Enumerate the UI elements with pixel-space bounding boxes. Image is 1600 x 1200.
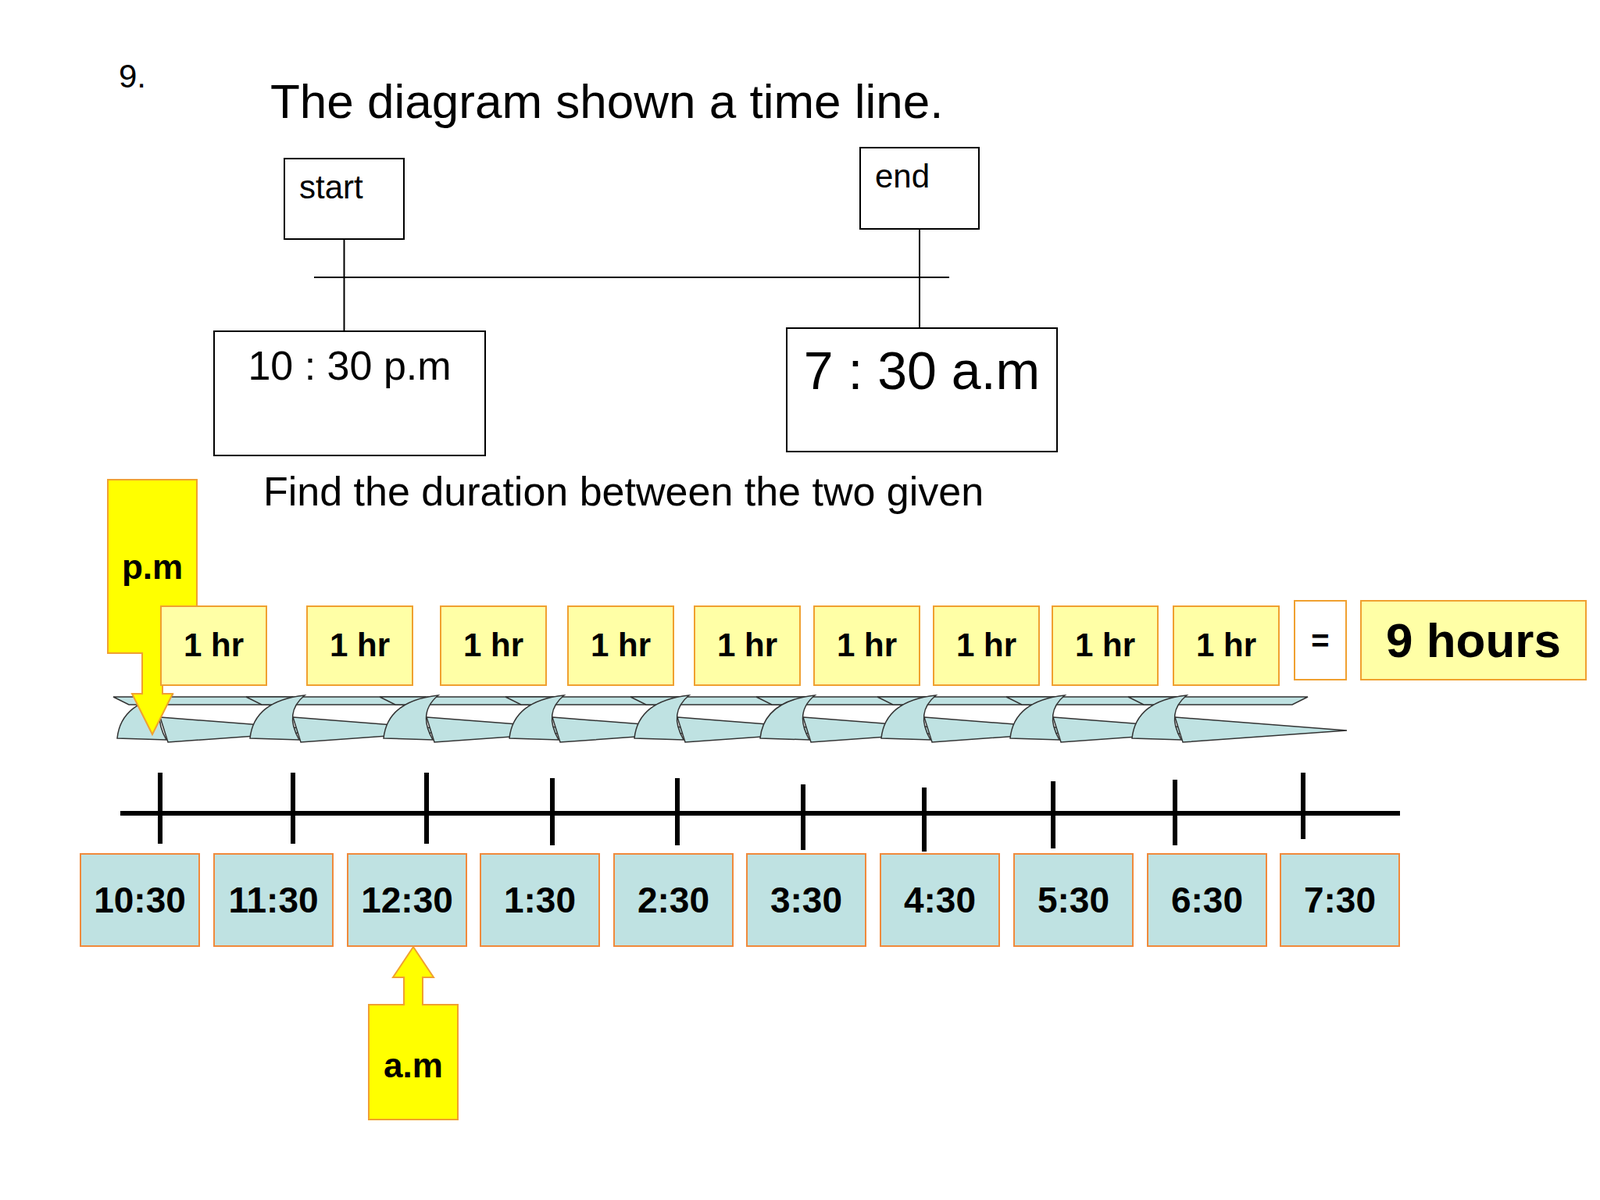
node-text: 10:30 (93, 879, 186, 922)
node-text: 1 hr (1075, 626, 1136, 665)
question-number: 9. (118, 57, 147, 96)
equals-box: = (1293, 600, 1347, 681)
timeline-tick (918, 229, 921, 328)
node-text: 1 hr (717, 626, 778, 665)
node-text: a.m (368, 1046, 458, 1086)
time-box: 11:30 (213, 853, 334, 947)
instruction: Find the duration between the two given (263, 468, 984, 516)
node-text: 3:30 (770, 879, 843, 922)
time-box: 6:30 (1146, 853, 1268, 947)
node-text: 7 : 30 a.m (803, 339, 1040, 401)
hour-box: 1 hr (160, 605, 268, 686)
hour-box: 1 hr (813, 605, 921, 686)
node-text: 1 hr (183, 626, 244, 665)
node-text: 10 : 30 p.m (247, 342, 451, 390)
title: The diagram shown a time line. (270, 73, 944, 129)
time-box: 2:30 (613, 853, 734, 947)
node-text: 1 hr (463, 626, 524, 665)
start-box: start (283, 157, 405, 240)
node-text: 1 hr (590, 626, 651, 665)
time-box: 4:30 (879, 853, 1000, 947)
total-box: 9 hours (1360, 600, 1587, 681)
hour-box: 1 hr (932, 605, 1040, 686)
node-text: = (1310, 622, 1329, 659)
time-box: 10:30 (79, 853, 200, 947)
top-timeline (314, 276, 950, 279)
hour-arrows (113, 695, 1347, 743)
time-box: 3:30 (746, 853, 867, 947)
up-block-arrow (368, 946, 458, 1120)
hour-box: 1 hr (1051, 605, 1159, 686)
hour-box: 1 hr (439, 605, 547, 686)
hour-box: 1 hr (693, 605, 801, 686)
node-text: end (875, 157, 930, 196)
node-text: 7:30 (1303, 879, 1376, 922)
node-text: 12:30 (360, 879, 454, 922)
node-text: 9 hours (1385, 612, 1561, 668)
end-box: end (859, 146, 980, 230)
node-text: 1 hr (1196, 626, 1257, 665)
node-text: 1 hr (329, 626, 390, 665)
start-time-box: 10 : 30 p.m (213, 330, 486, 457)
number-line (120, 772, 1400, 852)
timeline-tick (343, 239, 346, 331)
node-text: 5:30 (1037, 879, 1110, 922)
time-box: 5:30 (1013, 853, 1134, 947)
node-text: 1:30 (503, 879, 576, 922)
node-text: 6:30 (1171, 879, 1243, 922)
node-text: 2:30 (637, 879, 710, 922)
end-time-box: 7 : 30 a.m (785, 327, 1058, 453)
am-arrow: a.m (368, 946, 458, 1120)
time-box: 1:30 (479, 853, 600, 947)
node-text: p.m (107, 547, 197, 588)
time-box: 12:30 (346, 853, 468, 947)
time-box: 7:30 (1279, 853, 1400, 947)
hour-box: 1 hr (567, 605, 675, 686)
node-text: 1 hr (836, 626, 897, 665)
node-text: 4:30 (903, 879, 976, 922)
node-text: 11:30 (228, 879, 318, 922)
node-text: 1 hr (956, 626, 1017, 665)
hour-box: 1 hr (306, 605, 414, 686)
hour-box: 1 hr (1172, 605, 1280, 686)
node-text: start (299, 168, 364, 207)
